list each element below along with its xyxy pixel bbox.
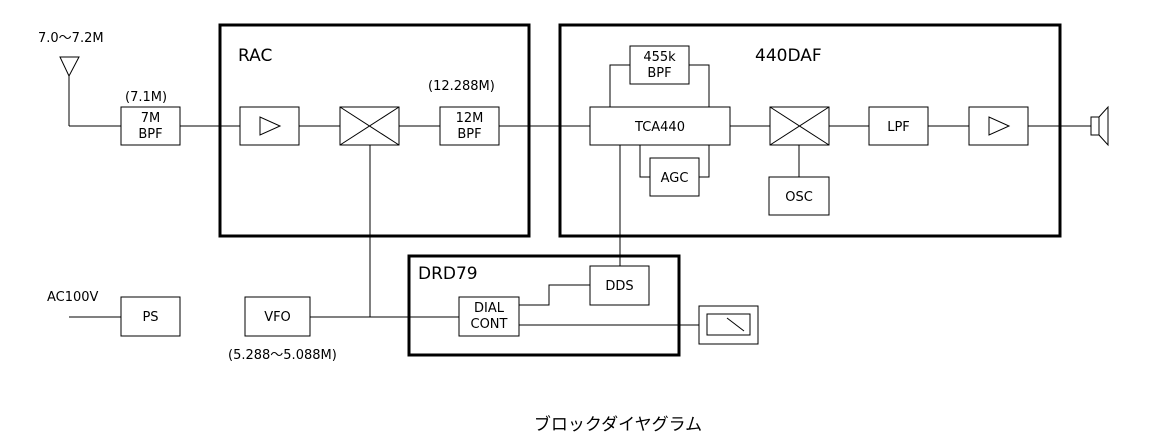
bpf-12m-line2: BPF: [457, 127, 481, 142]
rac-title: RAC: [238, 46, 272, 66]
dial-cont-line1: DIAL: [474, 301, 505, 316]
agc-box: [649, 157, 700, 197]
amplifier-icon: [259, 116, 282, 136]
ps-box: [120, 296, 181, 337]
lpf-box: [868, 106, 929, 146]
antenna-frequency-label: 7.0〜7.2M: [38, 31, 104, 46]
bpf-455k-line2: BPF: [647, 66, 671, 81]
ac100v-label: AC100V: [47, 290, 99, 305]
bpf-12m-caption: (12.288M): [428, 79, 495, 94]
vfo-frequency-caption: (5.288〜5.088M): [228, 348, 337, 363]
af-amplifier-box: [968, 106, 1029, 146]
dial-cont-line2: CONT: [471, 317, 508, 332]
bpf-12m-line1: 12M: [456, 111, 484, 126]
speaker-icon: [1090, 105, 1109, 147]
antenna-icon: [59, 56, 80, 126]
lpf-label: LPF: [887, 120, 910, 135]
daf-title: 440DAF: [755, 46, 822, 66]
diagram-caption: ブロックダイヤグラム: [534, 414, 702, 435]
dds-box: [589, 265, 650, 306]
meter-icon: [698, 305, 759, 345]
amplifier-icon: [988, 116, 1011, 136]
vfo-label: VFO: [264, 310, 291, 325]
bpf-7m-line1: 7M: [141, 111, 161, 126]
drd79-title: DRD79: [418, 264, 478, 284]
osc-box: [768, 176, 830, 216]
dial-cont-box: [458, 296, 520, 337]
vfo-box: [244, 296, 311, 337]
agc-label: AGC: [661, 171, 689, 186]
bpf-7m-line2: BPF: [138, 127, 162, 142]
bpf-7m-caption: (7.1M): [125, 90, 167, 105]
bpf-7m-box: [120, 106, 181, 146]
drd79-module: [407, 254, 681, 357]
dds-label: DDS: [605, 279, 633, 294]
rac-amplifier-box: [239, 106, 300, 146]
rac-module: [218, 23, 531, 238]
osc-label: OSC: [785, 190, 813, 205]
bpf-455k-line1: 455k: [643, 50, 676, 65]
daf-module: [558, 23, 1062, 238]
ps-label: PS: [142, 310, 158, 325]
tca440-label: TCA440: [634, 120, 685, 135]
